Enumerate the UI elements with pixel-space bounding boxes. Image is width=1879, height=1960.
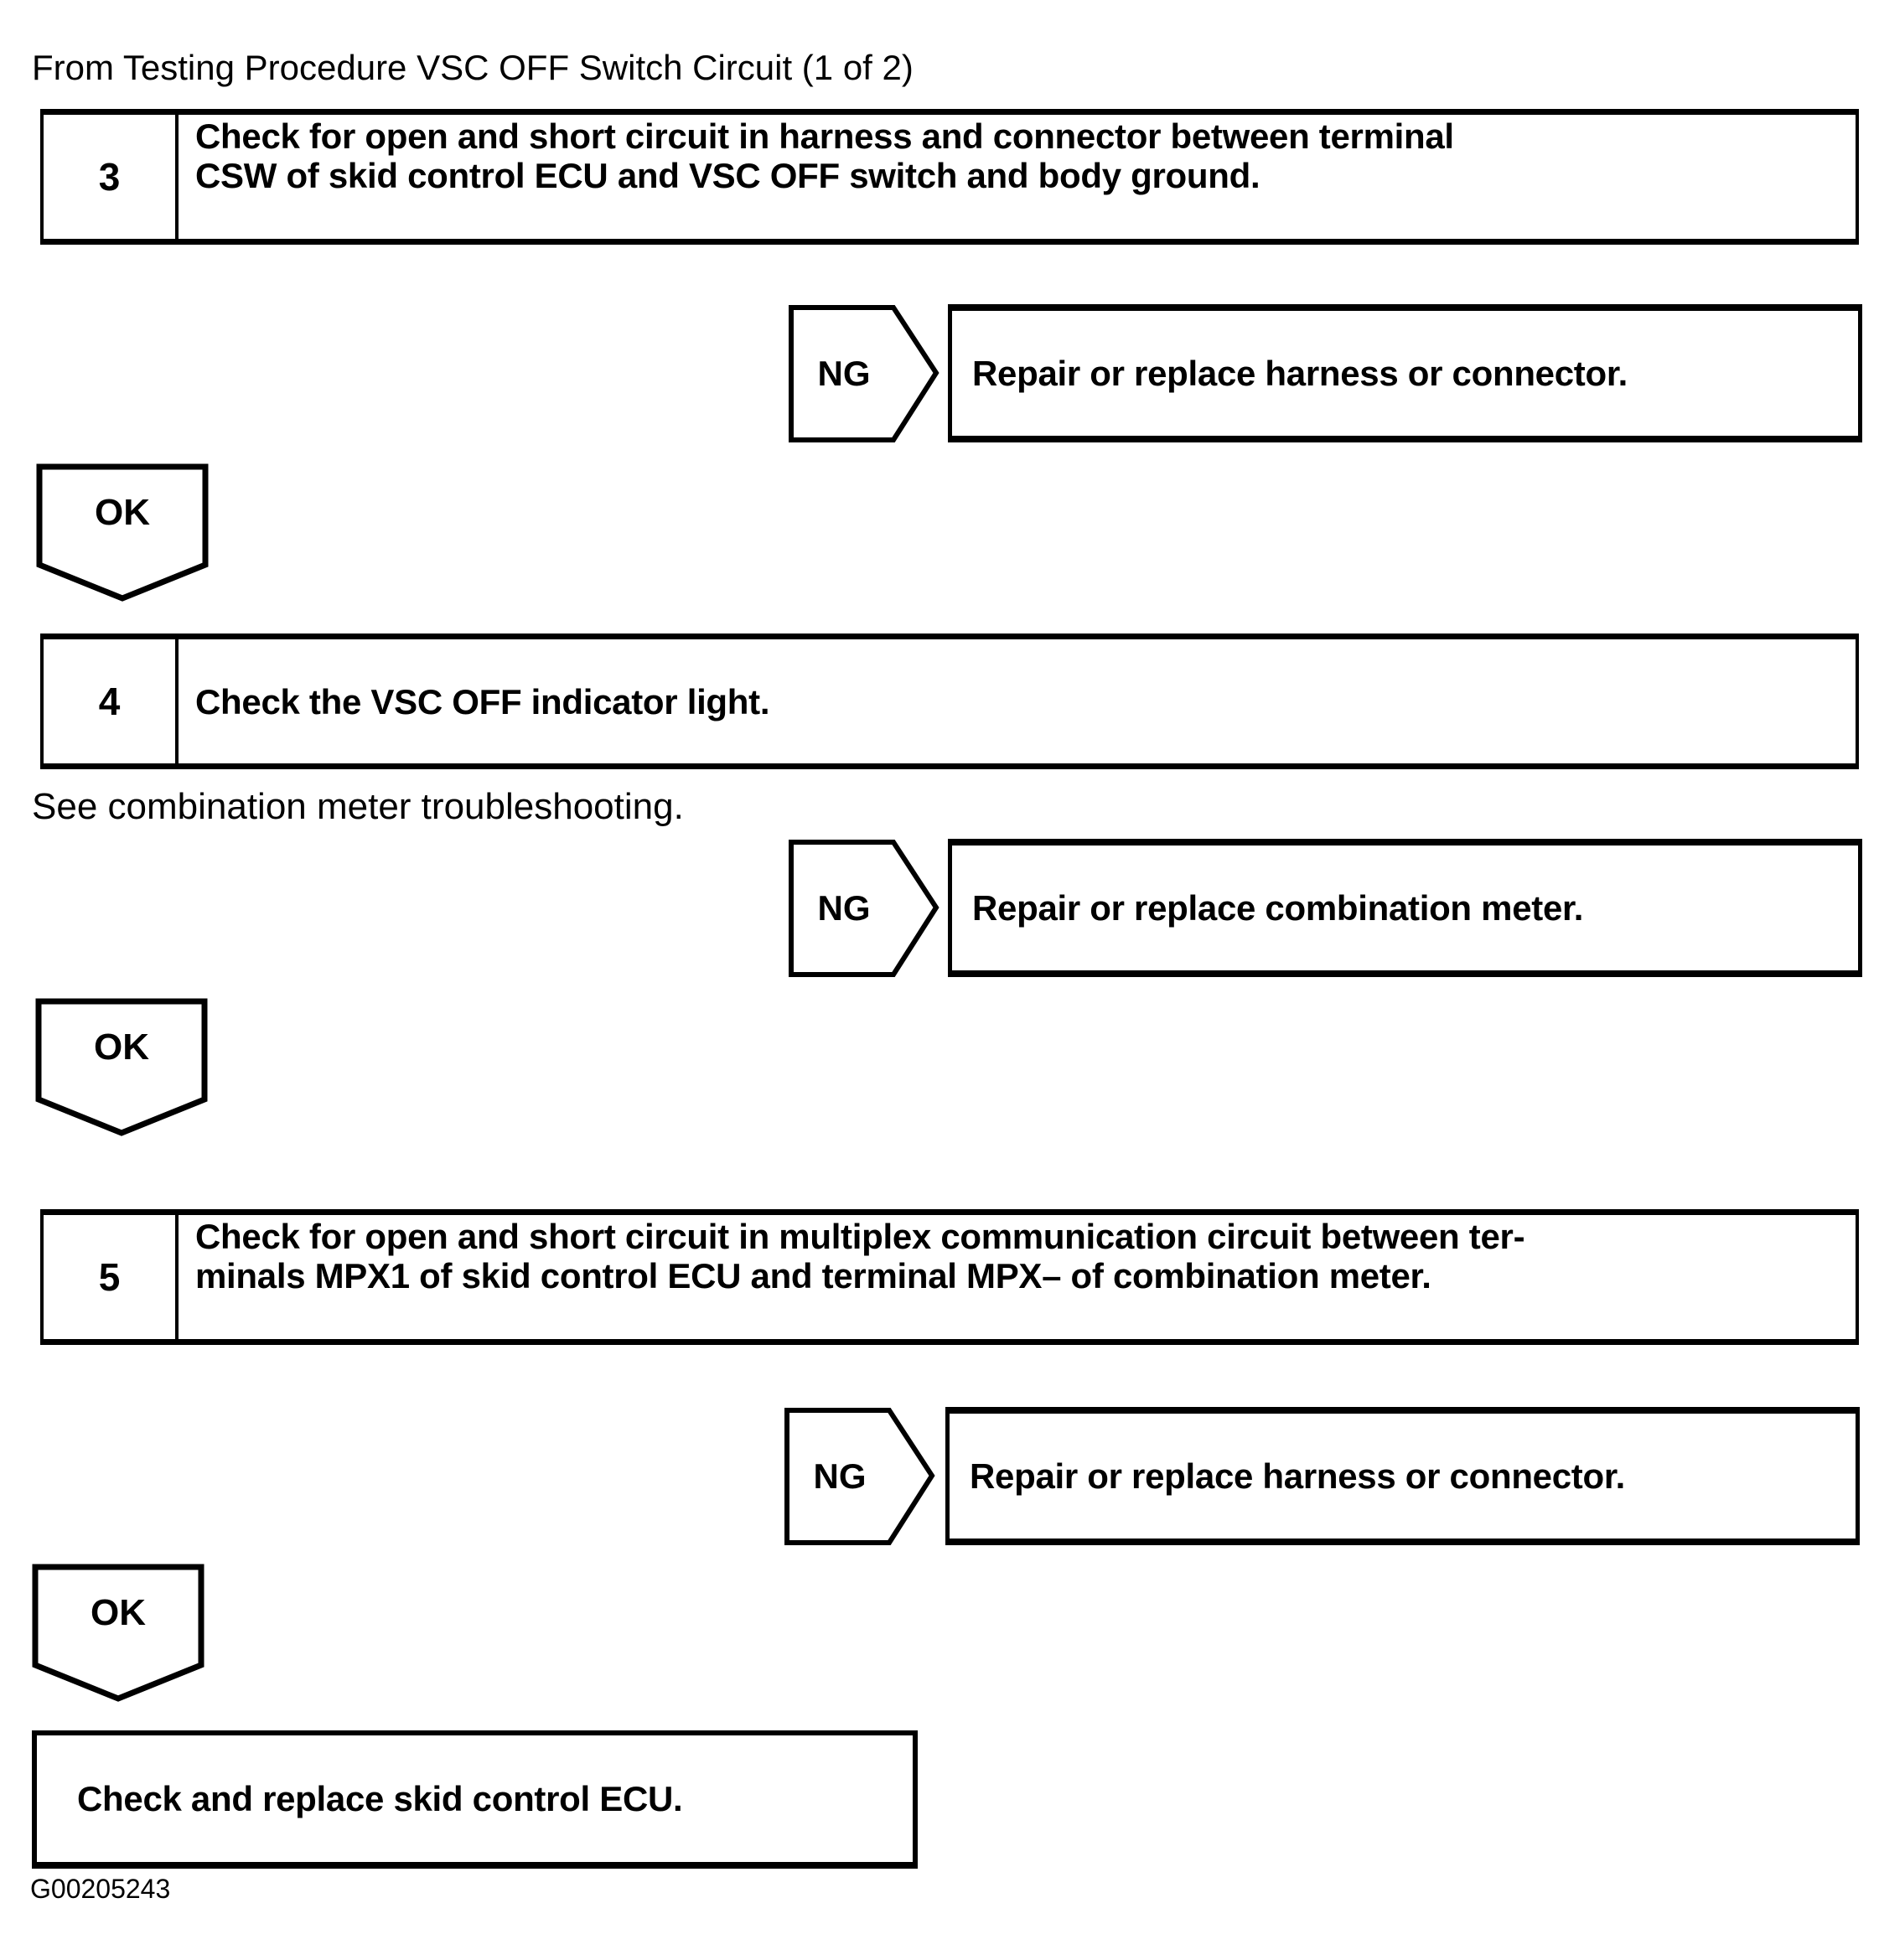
step-text-line: Check the VSC OFF indicator light.: [195, 681, 770, 721]
step-number: 4: [44, 639, 179, 763]
step-text: Check the VSC OFF indicator light.: [179, 639, 1856, 763]
step-text: Check for open and short circuit in harn…: [179, 115, 1856, 239]
result-text: Repair or replace harness or connector.: [970, 1456, 1625, 1496]
ng-arrow: NG: [789, 839, 939, 978]
note-text: See combination meter troubleshooting.: [32, 786, 684, 827]
result-box: Repair or replace harness or connector.: [945, 1407, 1860, 1545]
result-box: Repair or replace harness or connector.: [948, 304, 1862, 442]
final-action-text: Check and replace skid control ECU.: [77, 1778, 683, 1818]
figure-id: G00205243: [30, 1874, 171, 1904]
ng-arrow: NG: [784, 1407, 935, 1546]
ok-badge-shape: [35, 998, 208, 1136]
step-box-5: 5 Check for open and short circuit in mu…: [40, 1209, 1859, 1345]
step-text: Check for open and short circuit in mult…: [179, 1215, 1856, 1339]
ok-badge-shape: [36, 463, 209, 602]
source-note: From Testing Procedure VSC OFF Switch Ci…: [32, 48, 914, 87]
ok-badge-shape: [32, 1564, 204, 1702]
step-text-line: CSW of skid control ECU and VSC OFF swit…: [195, 156, 1260, 195]
step-box-3: 3 Check for open and short circuit in ha…: [40, 109, 1859, 245]
ok-label: OK: [91, 1592, 146, 1633]
final-action-box: Check and replace skid control ECU.: [32, 1730, 918, 1869]
ok-badge: OK: [35, 998, 208, 1137]
step-text-line: Check for open and short circuit in mult…: [195, 1217, 1525, 1256]
step-number: 5: [44, 1215, 179, 1339]
step-number: 3: [44, 115, 179, 239]
ng-arrow: NG: [789, 304, 939, 443]
ng-arrow-shape: [789, 305, 939, 442]
ok-label: OK: [95, 492, 150, 533]
ok-label: OK: [94, 1027, 149, 1068]
result-text: Repair or replace harness or connector.: [972, 353, 1628, 393]
ng-label: NG: [817, 888, 871, 928]
ng-arrow-shape: [784, 1408, 935, 1545]
ok-badge: OK: [36, 463, 209, 602]
step-text-line: Check for open and short circuit in harn…: [195, 116, 1454, 156]
ok-badge: OK: [32, 1564, 204, 1703]
ng-label: NG: [813, 1456, 867, 1496]
result-box: Repair or replace combination meter.: [948, 839, 1862, 977]
ng-arrow-shape: [789, 840, 939, 977]
result-text: Repair or replace combination meter.: [972, 887, 1584, 928]
step-text-line: minals MPX1 of skid control ECU and term…: [195, 1256, 1431, 1295]
ng-label: NG: [817, 354, 871, 393]
step-box-4: 4 Check the VSC OFF indicator light.: [40, 634, 1859, 769]
